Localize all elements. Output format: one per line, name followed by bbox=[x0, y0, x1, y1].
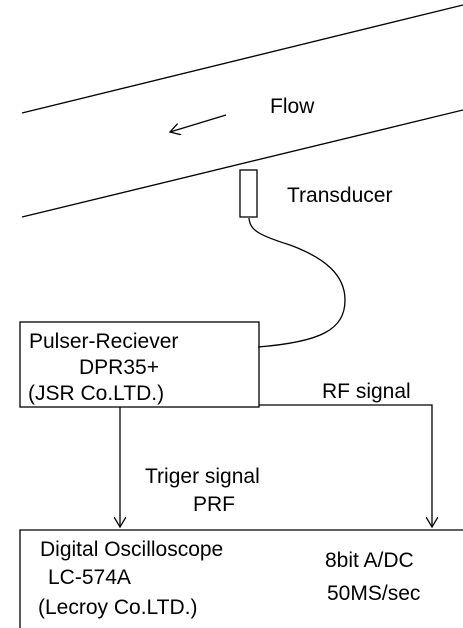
transducer-label: Transducer bbox=[287, 184, 392, 207]
pulser-receiver-box bbox=[19, 321, 260, 408]
transducer-cable bbox=[248, 217, 346, 348]
oscilloscope-box bbox=[19, 529, 463, 628]
adc-resolution-label: 8bit A/DC bbox=[325, 549, 414, 572]
flow-label: Flow bbox=[270, 95, 315, 118]
trigger-signal-label: Triger signal bbox=[145, 465, 260, 488]
rf-signal-label: RF signal bbox=[322, 380, 411, 403]
pipe-lower-wall bbox=[21, 109, 463, 218]
flow-arrow bbox=[170, 114, 227, 132]
sampling-rate-label: 50MS/sec bbox=[327, 582, 420, 605]
pipe-upper-wall bbox=[21, 4, 463, 114]
pulser-receiver-name: Pulser-Reciever bbox=[29, 330, 178, 353]
pulser-receiver-model: DPR35+ bbox=[79, 356, 159, 379]
trigger-prf-label: PRF bbox=[193, 493, 235, 516]
transducer-probe bbox=[239, 169, 258, 218]
oscilloscope-name: Digital Oscilloscope bbox=[40, 538, 223, 561]
oscilloscope-model: LC-574A bbox=[48, 566, 131, 589]
oscilloscope-maker: (Lecroy Co.LTD.) bbox=[38, 596, 197, 619]
rf-signal-line bbox=[259, 404, 432, 527]
pulser-receiver-maker: (JSR Co.LTD.) bbox=[28, 382, 164, 405]
